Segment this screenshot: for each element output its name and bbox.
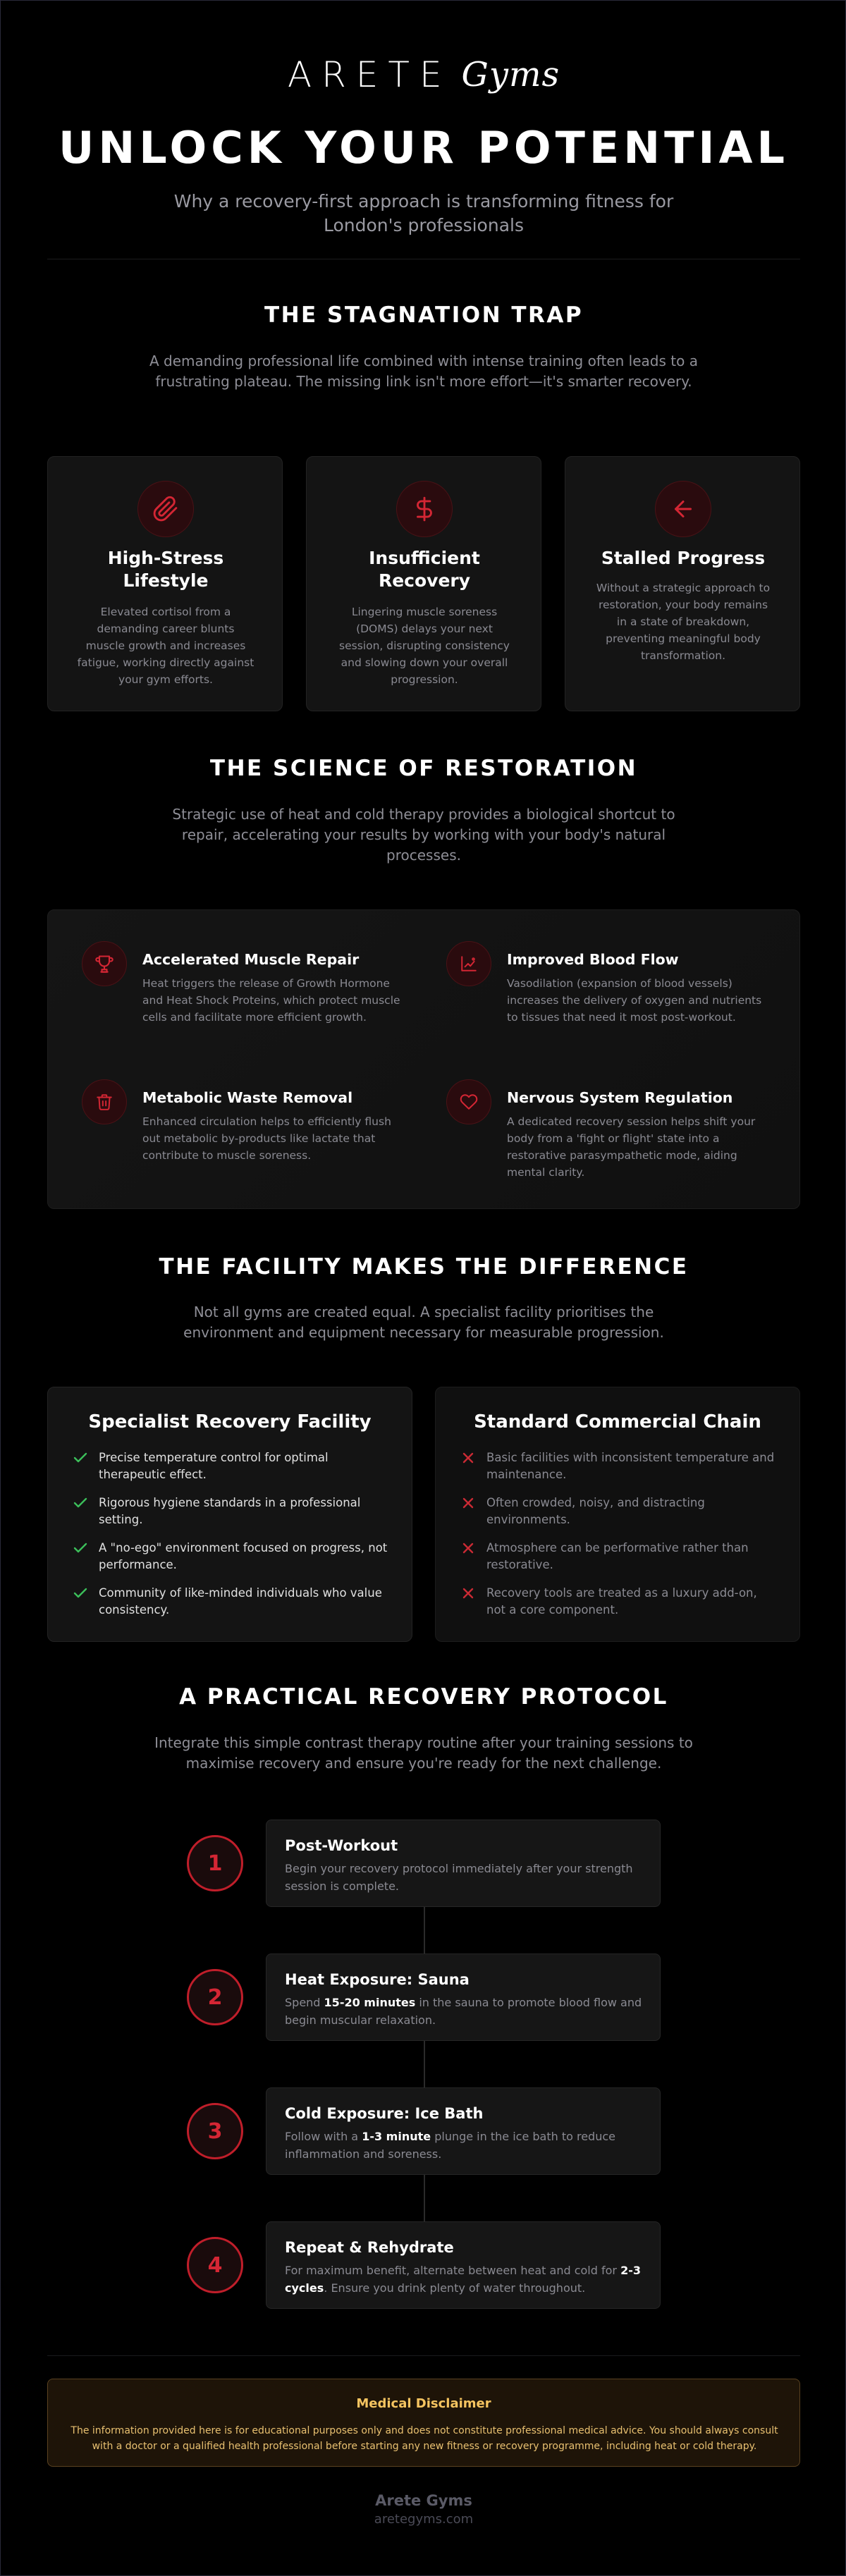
specialist-title: Specialist Recovery Facility [88,1411,372,1433]
chart-icon [446,941,491,986]
heart-icon [446,1079,491,1124]
footer-link[interactable]: aretegyms.com [374,2512,474,2527]
step-number: 4 [187,2237,243,2293]
stagnation-card: Insufficient Recovery Lingering muscle s… [306,456,541,711]
cross-icon [462,1452,474,1464]
footer-brand: Arete Gyms [375,2492,472,2509]
logo-wordmark: ARETE [287,54,452,95]
list-item-text: Recovery tools are treated as a luxury a… [486,1586,757,1617]
stagnation-description: A demanding professional life combined w… [149,352,698,390]
hero-title: UNLOCK YOUR POTENTIAL [59,122,789,173]
list-item: Atmosphere can be performative rather th… [460,1540,777,1585]
science-item-title: Accelerated Muscle Repair [142,951,360,968]
card-text: Lingering muscle soreness (DOMS) delays … [339,606,510,686]
divider [47,2355,800,2356]
step-title: Cold Exposure: Ice Bath [285,2105,484,2122]
list-item-text: Community of like-minded individuals who… [99,1586,382,1617]
list-item: Community of like-minded individuals who… [72,1585,389,1630]
step-card: Repeat & Rehydrate For maximum benefit, … [266,2221,661,2309]
hero-subtitle: Why a recovery-first approach is transfo… [173,191,674,235]
cross-icon [462,1542,474,1554]
step-title: Post-Workout [285,1837,398,1854]
stagnation-card: Stalled Progress Without a strategic app… [565,456,800,711]
check-icon [73,1542,87,1553]
list-item: A "no-ego" environment focused on progre… [72,1540,389,1585]
stagnation-title: THE STAGNATION TRAP [264,302,584,328]
paperclip-icon [137,481,194,537]
trash-icon [82,1079,127,1124]
list-item-text: Often crowded, noisy, and distracting en… [486,1496,705,1526]
disclaimer-text: The information provided here is for edu… [70,2425,778,2452]
science-item-text: Enhanced circulation helps to efficientl… [142,1115,391,1162]
disclaimer-title: Medical Disclaimer [356,2396,491,2411]
trophy-icon [82,941,127,986]
check-icon [73,1452,87,1463]
step-text: Spend 15-20 minutes in the sauna to prom… [285,1996,642,2027]
step-title: Heat Exposure: Sauna [285,1971,470,1988]
brand-logo[interactable]: ARETE Gyms [1,49,846,101]
facility-title: THE FACILITY MAKES THE DIFFERENCE [159,1254,689,1280]
specialist-facility-card: Specialist Recovery Facility Precise tem… [47,1387,412,1642]
stagnation-card: High-Stress Lifestyle Elevated cortisol … [47,456,283,711]
science-item-title: Improved Blood Flow [507,951,679,968]
step-card: Heat Exposure: Sauna Spend 15-20 minutes… [266,1954,661,2041]
list-item: Recovery tools are treated as a luxury a… [460,1585,777,1630]
step-number: 2 [187,1969,243,2025]
cross-icon [462,1588,474,1599]
list-item-text: Basic facilities with inconsistent tempe… [486,1451,775,1481]
science-item-text: Heat triggers the release of Growth Horm… [142,977,400,1024]
standard-title: Standard Commercial Chain [474,1411,761,1433]
list-item-text: Rigorous hygiene standards in a professi… [99,1496,361,1526]
science-item-title: Nervous System Regulation [507,1089,733,1106]
step-card: Post-Workout Begin your recovery protoco… [266,1820,661,1907]
step-text: For maximum benefit, alternate between h… [285,2264,641,2295]
protocol-title: A PRACTICAL RECOVERY PROTOCOL [179,1684,668,1710]
list-item-text: A "no-ego" environment focused on progre… [99,1541,388,1571]
card-text: Elevated cortisol from a demanding caree… [77,606,255,686]
dollar-icon [396,481,453,537]
list-item-text: Atmosphere can be performative rather th… [486,1541,749,1571]
science-item-title: Metabolic Waste Removal [142,1089,353,1106]
card-title: Stalled Progress [601,548,766,568]
step-text: Begin your recovery protocol immediately… [285,1862,633,1893]
logo-script: Gyms [461,55,560,94]
check-icon [73,1497,87,1508]
facility-description: Not all gyms are created equal. A specia… [183,1304,664,1341]
check-icon [73,1588,87,1598]
step-title: Repeat & Rehydrate [285,2239,454,2256]
medical-disclaimer: Medical Disclaimer The information provi… [47,2379,800,2467]
cross-icon [462,1497,474,1509]
science-item-text: Vasodilation (expansion of blood vessels… [507,977,762,1024]
step-text: Follow with a 1-3 minute plunge in the i… [285,2130,615,2161]
science-title: THE SCIENCE OF RESTORATION [209,756,638,781]
timeline-line [424,1890,425,2271]
arrow-left-icon [655,481,711,537]
list-item: Basic facilities with inconsistent tempe… [460,1449,777,1495]
card-text: Without a strategic approach to restorat… [596,582,771,662]
standard-chain-card: Standard Commercial Chain Basic faciliti… [435,1387,800,1642]
protocol-description: Integrate this simple contrast therapy r… [154,1734,693,1772]
science-item-text: A dedicated recovery session helps shift… [507,1115,756,1179]
card-title: Insufficient Recovery [369,548,480,591]
step-card: Cold Exposure: Ice Bath Follow with a 1-… [266,2087,661,2175]
science-description: Strategic use of heat and cold therapy p… [172,806,675,864]
list-item-text: Precise temperature control for optimal … [99,1451,329,1481]
science-panel: Accelerated Muscle Repair Heat triggers … [47,909,800,1209]
step-number: 3 [187,2103,243,2159]
list-item: Rigorous hygiene standards in a professi… [72,1495,389,1540]
list-item: Often crowded, noisy, and distracting en… [460,1495,777,1540]
step-number: 1 [187,1835,243,1891]
list-item: Precise temperature control for optimal … [72,1449,389,1495]
card-title: High-Stress Lifestyle [107,548,224,591]
